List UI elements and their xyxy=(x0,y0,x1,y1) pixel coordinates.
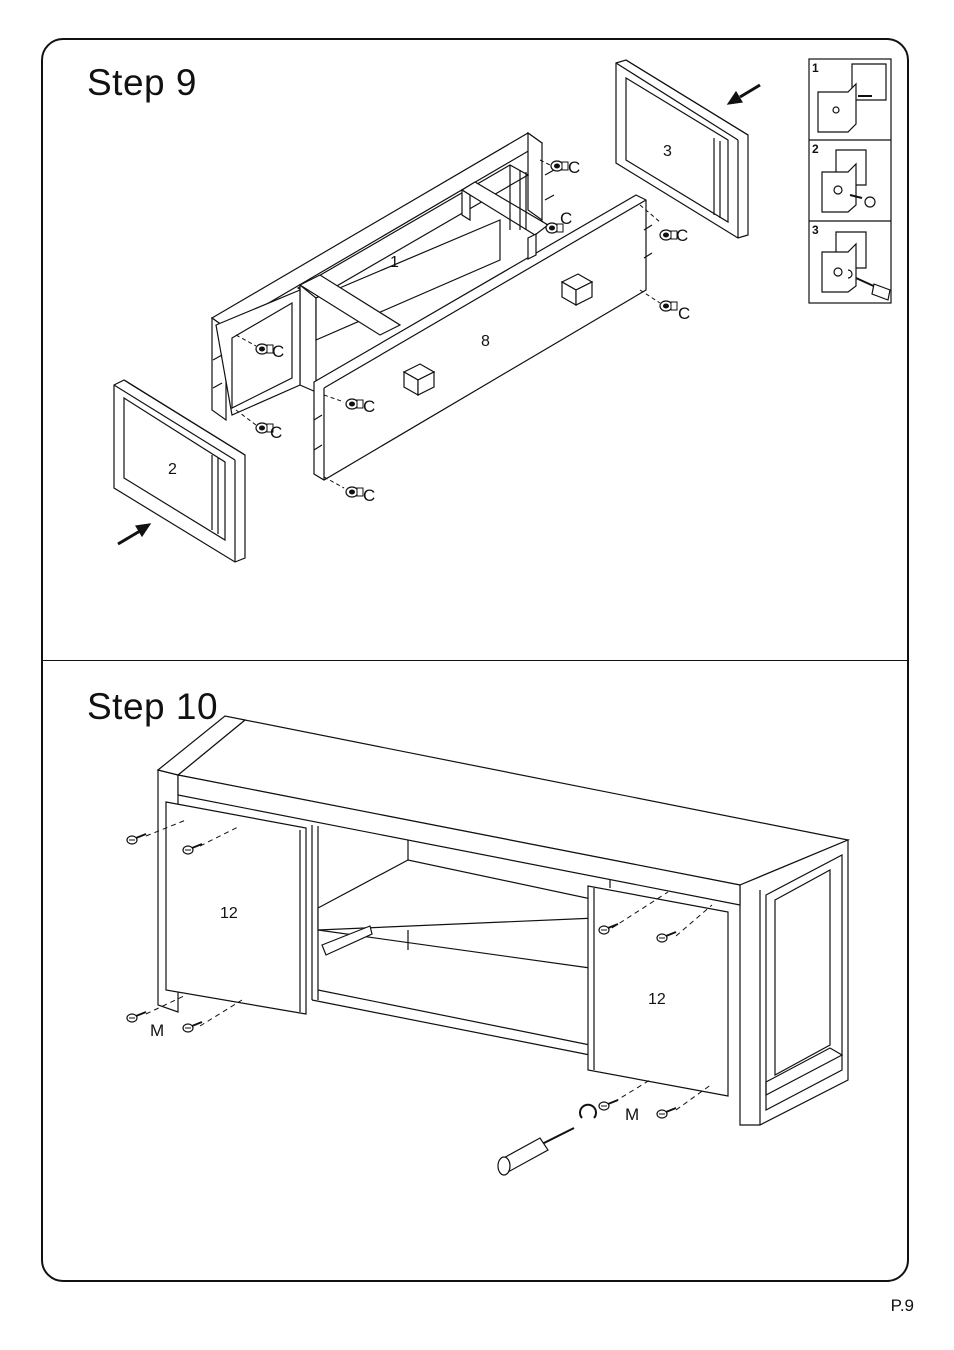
cam-lock-detail-insets xyxy=(809,59,891,303)
hardware-label-c: C xyxy=(270,423,282,442)
hardware-label-c: C xyxy=(568,158,580,177)
part-label-2: 2 xyxy=(168,461,177,478)
part-label-12-right: 12 xyxy=(648,991,666,1008)
hardware-label-c: C xyxy=(272,342,284,361)
hardware-label-c: C xyxy=(560,209,572,228)
hardware-label-c: C xyxy=(363,397,375,416)
hardware-label-m: M xyxy=(625,1105,639,1124)
inset-number-1: 1 xyxy=(812,61,819,75)
part-label-12-left: 12 xyxy=(220,905,238,922)
part-label-1: 1 xyxy=(390,254,399,271)
hardware-label-m: M xyxy=(150,1021,164,1040)
hardware-label-c: C xyxy=(678,304,690,323)
part-label-8: 8 xyxy=(481,333,490,350)
inset-number-3: 3 xyxy=(812,223,819,237)
step10-illustration xyxy=(146,716,848,1125)
hardware-label-c: C xyxy=(676,226,688,245)
part-label-3: 3 xyxy=(663,143,672,160)
hardware-label-c: C xyxy=(363,486,375,505)
screwdriver-icon xyxy=(498,1105,596,1175)
inset-number-2: 2 xyxy=(812,142,819,156)
